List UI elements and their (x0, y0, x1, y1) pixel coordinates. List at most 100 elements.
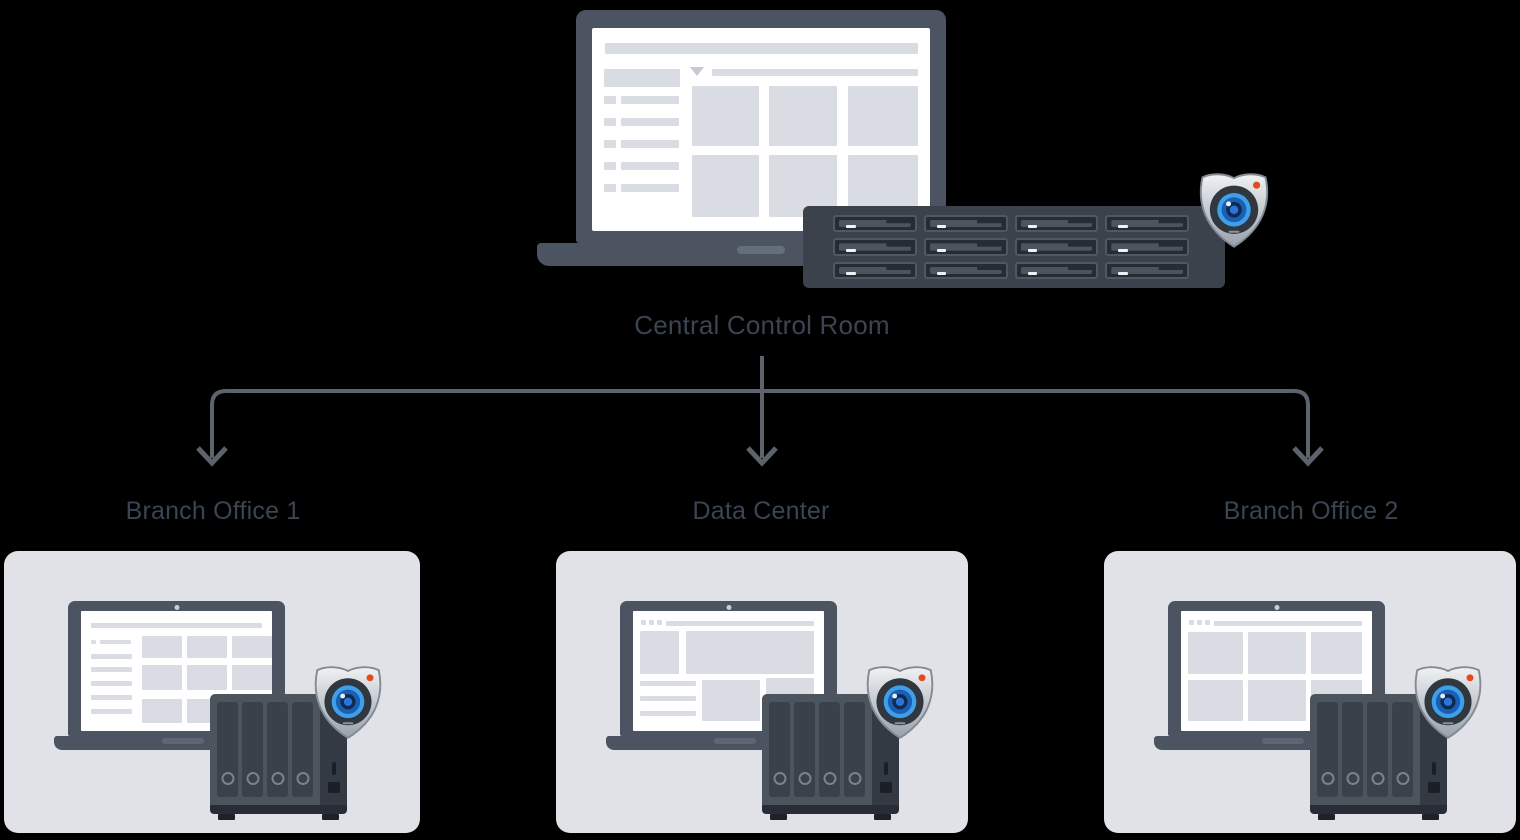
data-center-card (556, 551, 968, 833)
nas-base (210, 805, 347, 814)
drive-bay (1014, 215, 1099, 233)
screen-mock-line (621, 184, 679, 192)
drive-bay (844, 702, 865, 797)
screen-mock-topbar (91, 623, 262, 628)
screen-mock-line (640, 696, 696, 701)
screen-mock-sidebar-header (604, 69, 680, 87)
drive-bay (242, 702, 263, 797)
camera-shield-icon (314, 666, 382, 739)
screen-mock-dot (1189, 620, 1194, 625)
nas-foot (874, 814, 891, 820)
laptop-icon (606, 601, 864, 750)
screen-mock-dot (657, 620, 662, 625)
screen-mock-bar (712, 69, 918, 76)
drive-bay (1105, 261, 1189, 279)
usb-port (1432, 762, 1436, 775)
screen-mock-dot (641, 620, 646, 625)
drive-bay (1105, 215, 1189, 233)
nas-foot (322, 814, 339, 820)
laptop-body (576, 10, 946, 243)
screen-mock-tile (142, 665, 182, 690)
drive-bay (794, 702, 815, 797)
rackstation-nvr-icon (803, 206, 1225, 288)
drive-bay (292, 702, 313, 797)
laptop-screen-mockup (633, 611, 824, 731)
screen-mock-line (91, 667, 132, 672)
laptop-notch (162, 738, 204, 744)
screen-mock-tile (187, 636, 227, 658)
screen-mock-tile (1311, 632, 1362, 674)
nas-foot (770, 814, 787, 820)
central-control-room-label: Central Control Room (634, 310, 890, 340)
screen-mock-line (91, 681, 132, 686)
laptop-screen-mockup (592, 28, 930, 231)
power-port (328, 782, 340, 793)
laptop-notch (714, 738, 756, 744)
nas-foot (1318, 814, 1335, 820)
screen-mock-line (100, 640, 131, 644)
screen-mock-line (621, 140, 679, 148)
screen-mock-tile (769, 86, 837, 146)
usb-port (884, 762, 888, 775)
screen-mock-line (640, 681, 696, 686)
nas-foot (1422, 814, 1439, 820)
screen-mock-line (621, 118, 679, 126)
dropdown-caret-icon (690, 67, 704, 76)
screen-mock-tile (142, 636, 182, 658)
screen-mock-dot (1197, 620, 1202, 625)
drive-bay (1317, 702, 1338, 797)
screen-mock-tile (692, 86, 759, 146)
screen-mock-tile (1248, 632, 1306, 674)
screen-mock-tile (1188, 632, 1243, 674)
screen-mock-line (621, 96, 679, 104)
nas-front (210, 694, 320, 805)
screen-mock-dot (604, 140, 616, 148)
drive-bay (267, 702, 288, 797)
camera-shield-icon (866, 666, 934, 739)
screen-mock-tile (1248, 680, 1306, 721)
screen-mock-panel (640, 631, 679, 674)
nas-foot (218, 814, 235, 820)
branch-office-1-card (4, 551, 420, 833)
screen-mock-panel (702, 680, 760, 721)
screen-mock-dot (91, 640, 96, 644)
nas-tower-icon (1310, 694, 1447, 821)
laptop-notch (737, 246, 785, 254)
drive-bay (1014, 238, 1099, 256)
branch-office-2-card (1104, 551, 1516, 833)
branch-office-1-label: Branch Office 1 (125, 497, 301, 525)
screen-mock-dot (649, 620, 654, 625)
screen-mock-dot (604, 96, 616, 104)
camera-shield-icon (1414, 666, 1482, 739)
screen-mock-dot (1205, 620, 1210, 625)
drive-bay (1105, 238, 1189, 256)
nas-base (762, 805, 899, 814)
drive-bay (923, 261, 1008, 279)
power-port (880, 782, 892, 793)
laptop-body (620, 601, 837, 736)
screen-mock-dot (604, 162, 616, 170)
laptop-icon (1154, 601, 1412, 750)
screen-mock-dot (604, 118, 616, 126)
screen-mock-tile (187, 665, 227, 690)
screen-mock-tile (1188, 680, 1243, 721)
screen-mock-tile (692, 155, 759, 217)
drive-bay (769, 702, 790, 797)
drive-bay (1367, 702, 1388, 797)
branch-office-2-label: Branch Office 2 (1223, 497, 1399, 525)
screen-mock-bar (666, 621, 814, 626)
laptop-notch (1262, 738, 1304, 744)
drive-bay (923, 215, 1008, 233)
management-laptop-icon (537, 10, 985, 266)
screen-mock-dot (604, 184, 616, 192)
usb-port (332, 762, 336, 775)
screen-mock-line (640, 711, 696, 716)
data-center-label: Data Center (692, 497, 830, 525)
screen-mock-line (91, 709, 132, 714)
screen-mock-panel (686, 631, 814, 674)
screen-mock-line (91, 654, 132, 659)
drive-bay (833, 261, 917, 279)
drive-bay (833, 238, 917, 256)
